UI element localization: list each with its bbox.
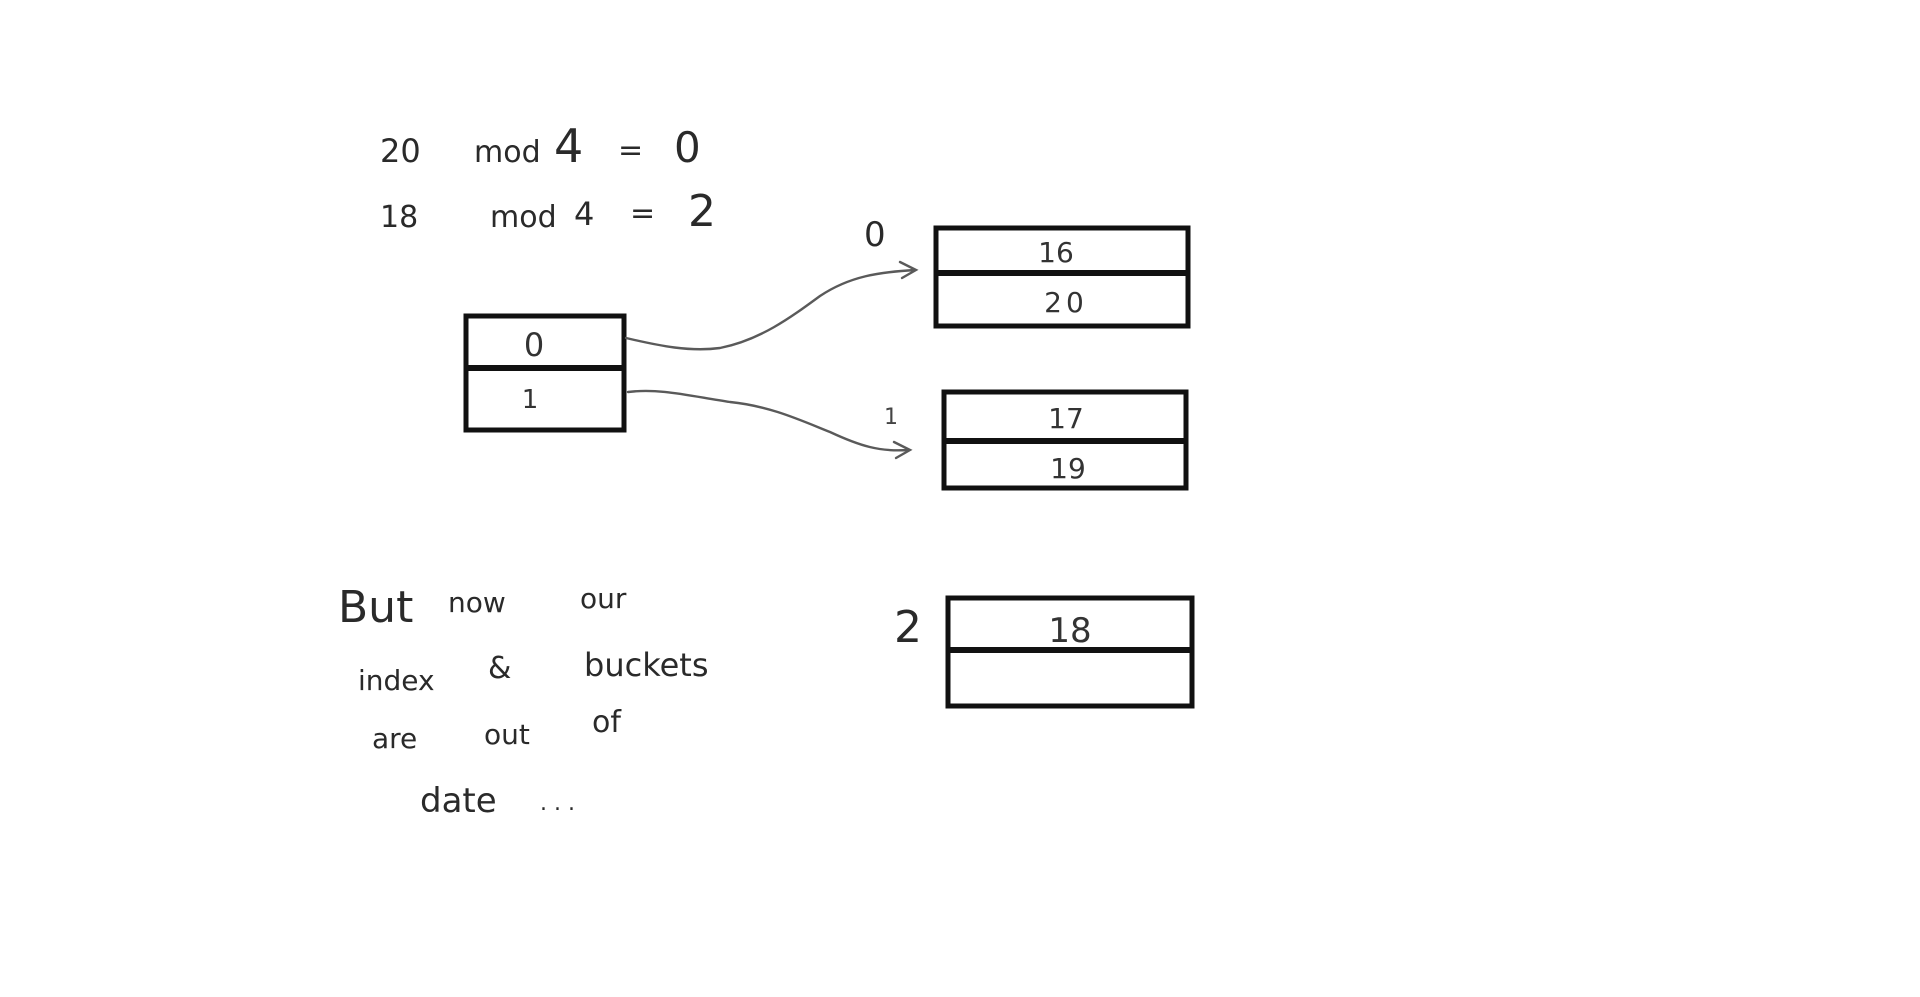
note-line-2-word-2: & [488, 651, 511, 686]
note-line-3-word-3: of [592, 705, 622, 740]
equation-2-equals: = [630, 196, 655, 231]
bucket-0: 0 16 20 [864, 215, 1191, 329]
note: But now our index & buckets are out of d… [338, 582, 708, 821]
equation-1-divisor: 4 [554, 119, 583, 173]
equation-2-number: 18 [380, 200, 418, 235]
bucket-1-label: 1 [884, 405, 898, 430]
note-line-1-word-1: But [338, 582, 413, 633]
equation-row-2: 18 mod 4 = 2 [380, 186, 716, 237]
bucket-0-outline [933, 225, 1191, 329]
arrow-line-1 [626, 389, 910, 452]
index-table: 0 1 [463, 313, 627, 433]
arrow-head-0 [898, 260, 919, 280]
pointer-arrow-0 [624, 260, 919, 351]
bucket-1-cell-1: 19 [1050, 452, 1086, 485]
index-outline [463, 313, 627, 433]
note-line-1-word-3: our [580, 582, 627, 615]
pointer-arrow-1 [626, 389, 913, 460]
equation-2-operator: mod [490, 200, 557, 235]
arrow-line-0 [624, 268, 917, 351]
note-line-3-word-1: are [372, 722, 417, 755]
note-line-3-word-2: out [484, 718, 530, 751]
note-line-4-ellipsis: . . . [540, 791, 575, 816]
note-line-4-word-1: date [420, 781, 497, 821]
equation-2-divisor: 4 [574, 195, 594, 233]
bucket-0-cell-0: 16 [1038, 236, 1074, 269]
arrow-head-1 [892, 440, 913, 460]
equation-row-1: 20 mod 4 = 0 [380, 119, 701, 173]
equation-1-equals: = [618, 133, 643, 168]
note-line-2-word-1: index [358, 664, 435, 697]
note-line-2-word-3: buckets [584, 646, 708, 684]
bucket-0-cell-1: 20 [1044, 286, 1088, 319]
equation-1-result: 0 [674, 123, 701, 172]
equation-2-result: 2 [688, 186, 716, 237]
equation-1-number: 20 [380, 132, 421, 170]
bucket-2-cell-0: 18 [1048, 611, 1091, 651]
bucket-2-label: 2 [894, 602, 922, 653]
bucket-1-cell-0: 17 [1048, 402, 1084, 435]
bucket-2: 2 18 [894, 595, 1195, 709]
equation-1-operator: mod [474, 135, 541, 170]
bucket-1: 1 17 19 [884, 389, 1189, 491]
index-cell-0: 0 [524, 326, 544, 364]
bucket-0-label: 0 [864, 215, 886, 255]
note-line-1-word-2: now [448, 586, 506, 619]
index-cell-1: 1 [522, 385, 539, 415]
